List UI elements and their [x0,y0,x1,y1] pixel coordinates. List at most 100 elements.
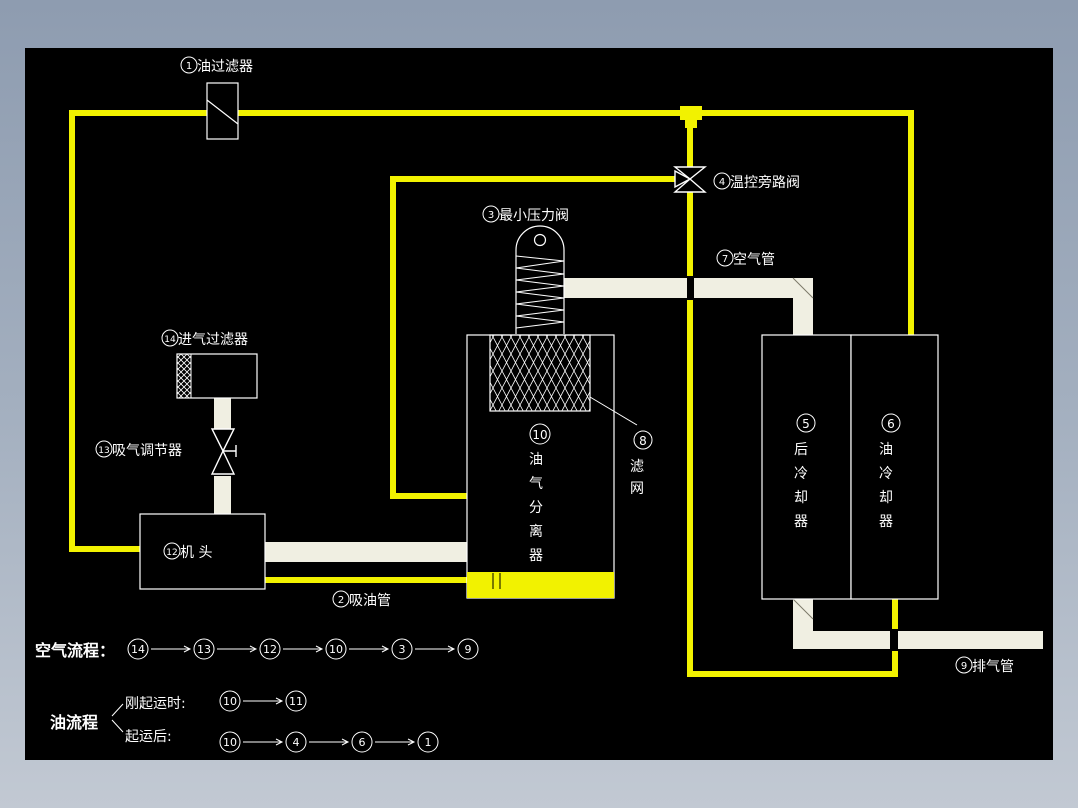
air-flow-step-number: 3 [399,643,406,656]
oil-start-step-number: 10 [223,695,237,708]
filter-mesh-label-char: 滤 [630,459,644,475]
inlet-filter-number: 14 [164,335,176,345]
air-flow-step-number: 9 [465,643,472,656]
oil-run-steps: 10 4 6 1 [219,731,439,753]
oil-start-step-circle [219,690,241,712]
exhaust-pipe-label: 排气管 [972,659,1014,675]
oil-run-step-number: 10 [223,736,237,749]
air-flow-step-circle [391,638,413,660]
air-flow-step-circle [325,638,347,660]
oil-gas-separator [466,334,638,599]
air-flow-step-number: 10 [329,643,343,656]
bypass-valve-label: 温控旁路阀 [730,174,800,191]
separator-label-char: 气 [529,476,543,492]
air-pipe-label: 空气管 [733,252,775,268]
oil-line-main-loop [69,110,914,552]
oil-filter-label: 油过滤器 [197,59,253,75]
crossing-junction [890,629,898,651]
separator-number: 10 [532,428,547,442]
air-flow-arrow [217,645,258,653]
aftercooler-label-char: 却 [794,490,808,506]
head-number: 12 [166,548,177,558]
inlet-filter-label: 进气过滤器 [178,332,248,348]
exhaust-pipe-horizontal [793,631,1043,649]
aftercooler-label-char: 器 [794,514,808,530]
oil-flow-title: 油流程 [50,713,98,732]
oil-suction-pipe-label: 吸油管 [349,593,391,609]
oil-run-arrow [309,738,350,746]
air-flow-step-circle [259,638,281,660]
oil-cooler-label-char: 油 [879,442,893,458]
oil-cooler-label-char: 冷 [879,466,893,482]
oil-run-step-number: 4 [293,736,300,749]
min-pressure-valve-label: 最小压力阀 [499,208,569,224]
oil-run-step-circle [417,731,439,753]
oil-run-step-circle [351,731,373,753]
air-flow-arrow [151,645,192,653]
tee-fitting [680,106,702,120]
intake-regulator-label: 吸气调节器 [112,443,182,459]
aftercooler [761,334,852,600]
crossing-junction [687,276,694,300]
oil-run-arrow [375,738,416,746]
oil-start-step-circle [285,690,307,712]
oil-run-step-circle [219,731,241,753]
inlet-filter [176,353,258,399]
bypass-valve-number: 4 [719,177,725,188]
component-labels: 1 油过滤器 4 温控旁路阀 3 最小压力阀 7 空气管 14 进气过滤器 13… [95,56,1014,675]
head-label: 机 头 [180,545,212,561]
oil-start-steps: 10 11 [219,690,307,712]
oil-run-step-circle [285,731,307,753]
air-flow-step-number: 14 [131,643,145,656]
drawing-canvas: 1 油过滤器 4 温控旁路阀 3 最小压力阀 7 空气管 14 进气过滤器 13… [25,48,1053,760]
aftercooler-label-char: 后 [794,442,808,458]
temp-bypass-valve [673,166,707,193]
air-flow-arrow [415,645,456,653]
separator-label-char: 油 [529,452,543,468]
filter-mesh-label-char: 网 [630,481,644,497]
oil-cooler-label-char: 器 [879,514,893,530]
oil-start-arrow [243,697,284,705]
aftercooler-number: 5 [802,417,810,431]
oil-run-step-number: 1 [425,736,432,749]
head-discharge-pipe [265,542,467,562]
air-flow-arrow [349,645,390,653]
oil-cooler [850,334,939,600]
aftercooler-label-char: 冷 [794,466,808,482]
tee-stem [685,118,697,128]
separator-label-char: 器 [529,548,543,564]
oil-filter-body [206,82,239,140]
air-flow-step-circle [193,638,215,660]
air-pipe-number: 7 [722,254,728,265]
air-flow-title: 空气流程： [35,641,115,660]
oil-filter-number: 1 [186,61,192,72]
compressor-head [139,513,266,590]
oil-suction-pipe-number: 2 [338,595,344,606]
intake-regulator-valve [210,428,237,475]
exhaust-pipe-number: 9 [961,661,967,672]
oil-start-step-number: 11 [289,695,303,708]
intake-regulator-number: 13 [98,446,109,456]
air-flow-step-circle [127,638,149,660]
air-flow-step-number: 12 [263,643,277,656]
separator-label-char: 离 [529,523,543,540]
min-pressure-valve-number: 3 [488,210,494,221]
air-flow-step-circle [457,638,479,660]
min-pressure-valve [515,225,565,334]
oil-start-label: 刚起运时: [125,696,186,712]
oil-cooler-label-char: 却 [879,490,893,506]
flow-diagram: 1 油过滤器 4 温控旁路阀 3 最小压力阀 7 空气管 14 进气过滤器 13… [35,56,1043,753]
oil-cooler-number: 6 [887,417,895,431]
separator-label-char: 分 [529,500,543,516]
air-flow-arrow [283,645,324,653]
air-pipe-down [793,278,813,335]
oil-run-label: 起运后: [125,729,172,745]
filter-mesh-label: 滤网 [630,459,644,497]
oil-run-step-number: 6 [359,736,366,749]
filter-mesh-number: 8 [639,434,647,448]
